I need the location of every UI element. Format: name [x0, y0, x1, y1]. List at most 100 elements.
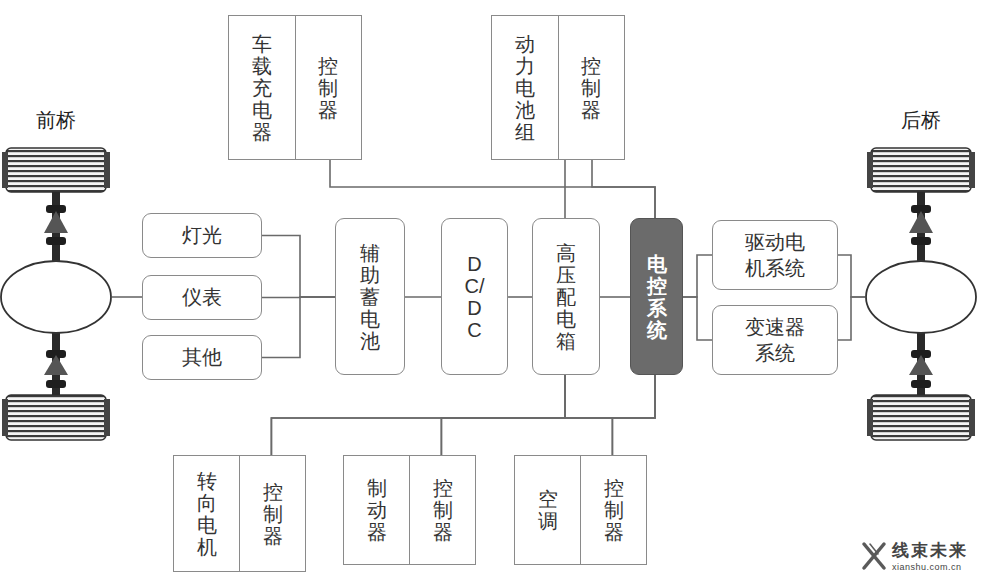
box-label: 电控系统 — [647, 253, 667, 341]
box-label: 辅助蓄电池 — [360, 242, 380, 352]
tire-side — [867, 152, 873, 188]
component-box: 灯光 — [142, 213, 262, 258]
box-cell: 控制器 — [296, 16, 362, 159]
box-cell: 控制器 — [559, 16, 625, 159]
tire — [6, 148, 106, 192]
axle-node: 前桥 — [0, 105, 112, 445]
tire-side — [2, 152, 8, 188]
box-label: 空调 — [538, 488, 558, 532]
connector-line — [441, 375, 655, 455]
knuckle — [44, 211, 68, 233]
box-cell: 空调 — [515, 456, 581, 564]
connector-line — [262, 297, 335, 358]
component-box: 辅助蓄电池 — [335, 218, 405, 375]
component-box: 制动器 控制器 — [343, 455, 476, 565]
box-label: 控制器 — [604, 477, 624, 543]
tire — [871, 148, 971, 192]
box-label: 转向电机 — [197, 470, 217, 558]
axle-joint — [46, 237, 66, 245]
box-label: 控制器 — [581, 55, 601, 121]
box-label: 控制器 — [433, 477, 453, 543]
axle-joint — [911, 237, 931, 245]
connector-line — [683, 255, 712, 297]
knuckle — [44, 355, 68, 375]
tire — [871, 395, 971, 440]
box-cell: 仪表 — [143, 276, 261, 319]
box-label: 控制器 — [318, 55, 338, 121]
watermark-text: xianshu.com.cn — [892, 563, 962, 573]
box-cell: 动力电池组 — [492, 16, 559, 159]
box-label: 仪表 — [182, 284, 222, 311]
connector-line — [508, 296, 532, 298]
connector-line — [838, 297, 865, 340]
axle-joint — [46, 380, 66, 388]
logo-mark — [864, 544, 884, 568]
connector-line — [592, 160, 655, 218]
box-label: 高压配电箱 — [556, 242, 576, 352]
tire-side — [969, 152, 975, 188]
box-cell: 控制器 — [581, 456, 646, 564]
axle-housing — [866, 261, 976, 333]
box-label: 车载充电器 — [252, 33, 272, 143]
box-label: DC/DC — [465, 253, 485, 341]
axle-illustration — [865, 105, 977, 445]
box-cell: 车载充电器 — [229, 16, 296, 159]
control-box: 电控系统 — [630, 218, 683, 375]
axle-illustration — [0, 105, 112, 445]
box-cell: 辅助蓄电池 — [336, 219, 404, 374]
connector-line — [262, 236, 335, 298]
axle-label: 后桥 — [901, 105, 941, 134]
box-cell: 电控系统 — [631, 219, 682, 374]
box-cell: 驱动电机系统 — [713, 221, 837, 289]
box-label: 其他 — [182, 344, 222, 371]
component-box: 其他 — [142, 335, 262, 380]
box-label: 灯光 — [182, 222, 222, 249]
component-box: 转向电机 控制器 — [173, 455, 306, 572]
tire — [6, 395, 106, 440]
connector-line — [683, 297, 712, 340]
component-box: 变速器系统 — [712, 305, 838, 375]
axle-node: 后桥 — [865, 105, 977, 445]
connector-line — [271, 375, 655, 455]
connector-line — [600, 296, 630, 298]
box-label: 变速器系统 — [743, 314, 807, 366]
connector-line — [330, 160, 655, 218]
connector-line — [271, 375, 565, 455]
box-label: 制动器 — [367, 477, 387, 543]
knuckle — [909, 211, 933, 233]
component-box: 动力电池组 控制器 — [491, 15, 625, 160]
logo-stroke — [870, 544, 878, 554]
axle-joint — [911, 380, 931, 388]
box-cell: 其他 — [143, 336, 261, 379]
connector-line — [564, 160, 566, 218]
connector-line — [838, 255, 865, 297]
box-cell: DC/DC — [442, 219, 507, 374]
component-box: 车载充电器 控制器 — [228, 15, 362, 160]
tire-side — [2, 399, 8, 436]
axle-label: 前桥 — [36, 105, 76, 134]
logo-stroke — [864, 544, 884, 568]
watermark-text: 线束未来 — [892, 542, 968, 561]
axle-housing — [1, 261, 111, 333]
box-cell: 高压配电箱 — [533, 219, 599, 374]
logo-stroke — [864, 544, 884, 568]
tire-side — [104, 152, 110, 188]
box-cell: 控制器 — [240, 456, 305, 571]
box-cell: 控制器 — [410, 456, 475, 564]
tire-side — [867, 399, 873, 436]
box-label: 驱动电机系统 — [743, 229, 807, 281]
box-cell: 灯光 — [143, 214, 261, 257]
component-box: 空调 控制器 — [514, 455, 647, 565]
connector-line — [565, 375, 612, 455]
knuckle — [909, 355, 933, 375]
connector-line — [441, 375, 565, 455]
box-cell: 变速器系统 — [713, 306, 837, 374]
box-cell: 制动器 — [344, 456, 410, 564]
component-box: 高压配电箱 — [532, 218, 600, 375]
component-box: DC/DC — [441, 218, 508, 375]
connector-line — [405, 296, 441, 298]
box-cell: 转向电机 — [174, 456, 240, 571]
component-box: 仪表 — [142, 275, 262, 320]
component-box: 驱动电机系统 — [712, 220, 838, 290]
